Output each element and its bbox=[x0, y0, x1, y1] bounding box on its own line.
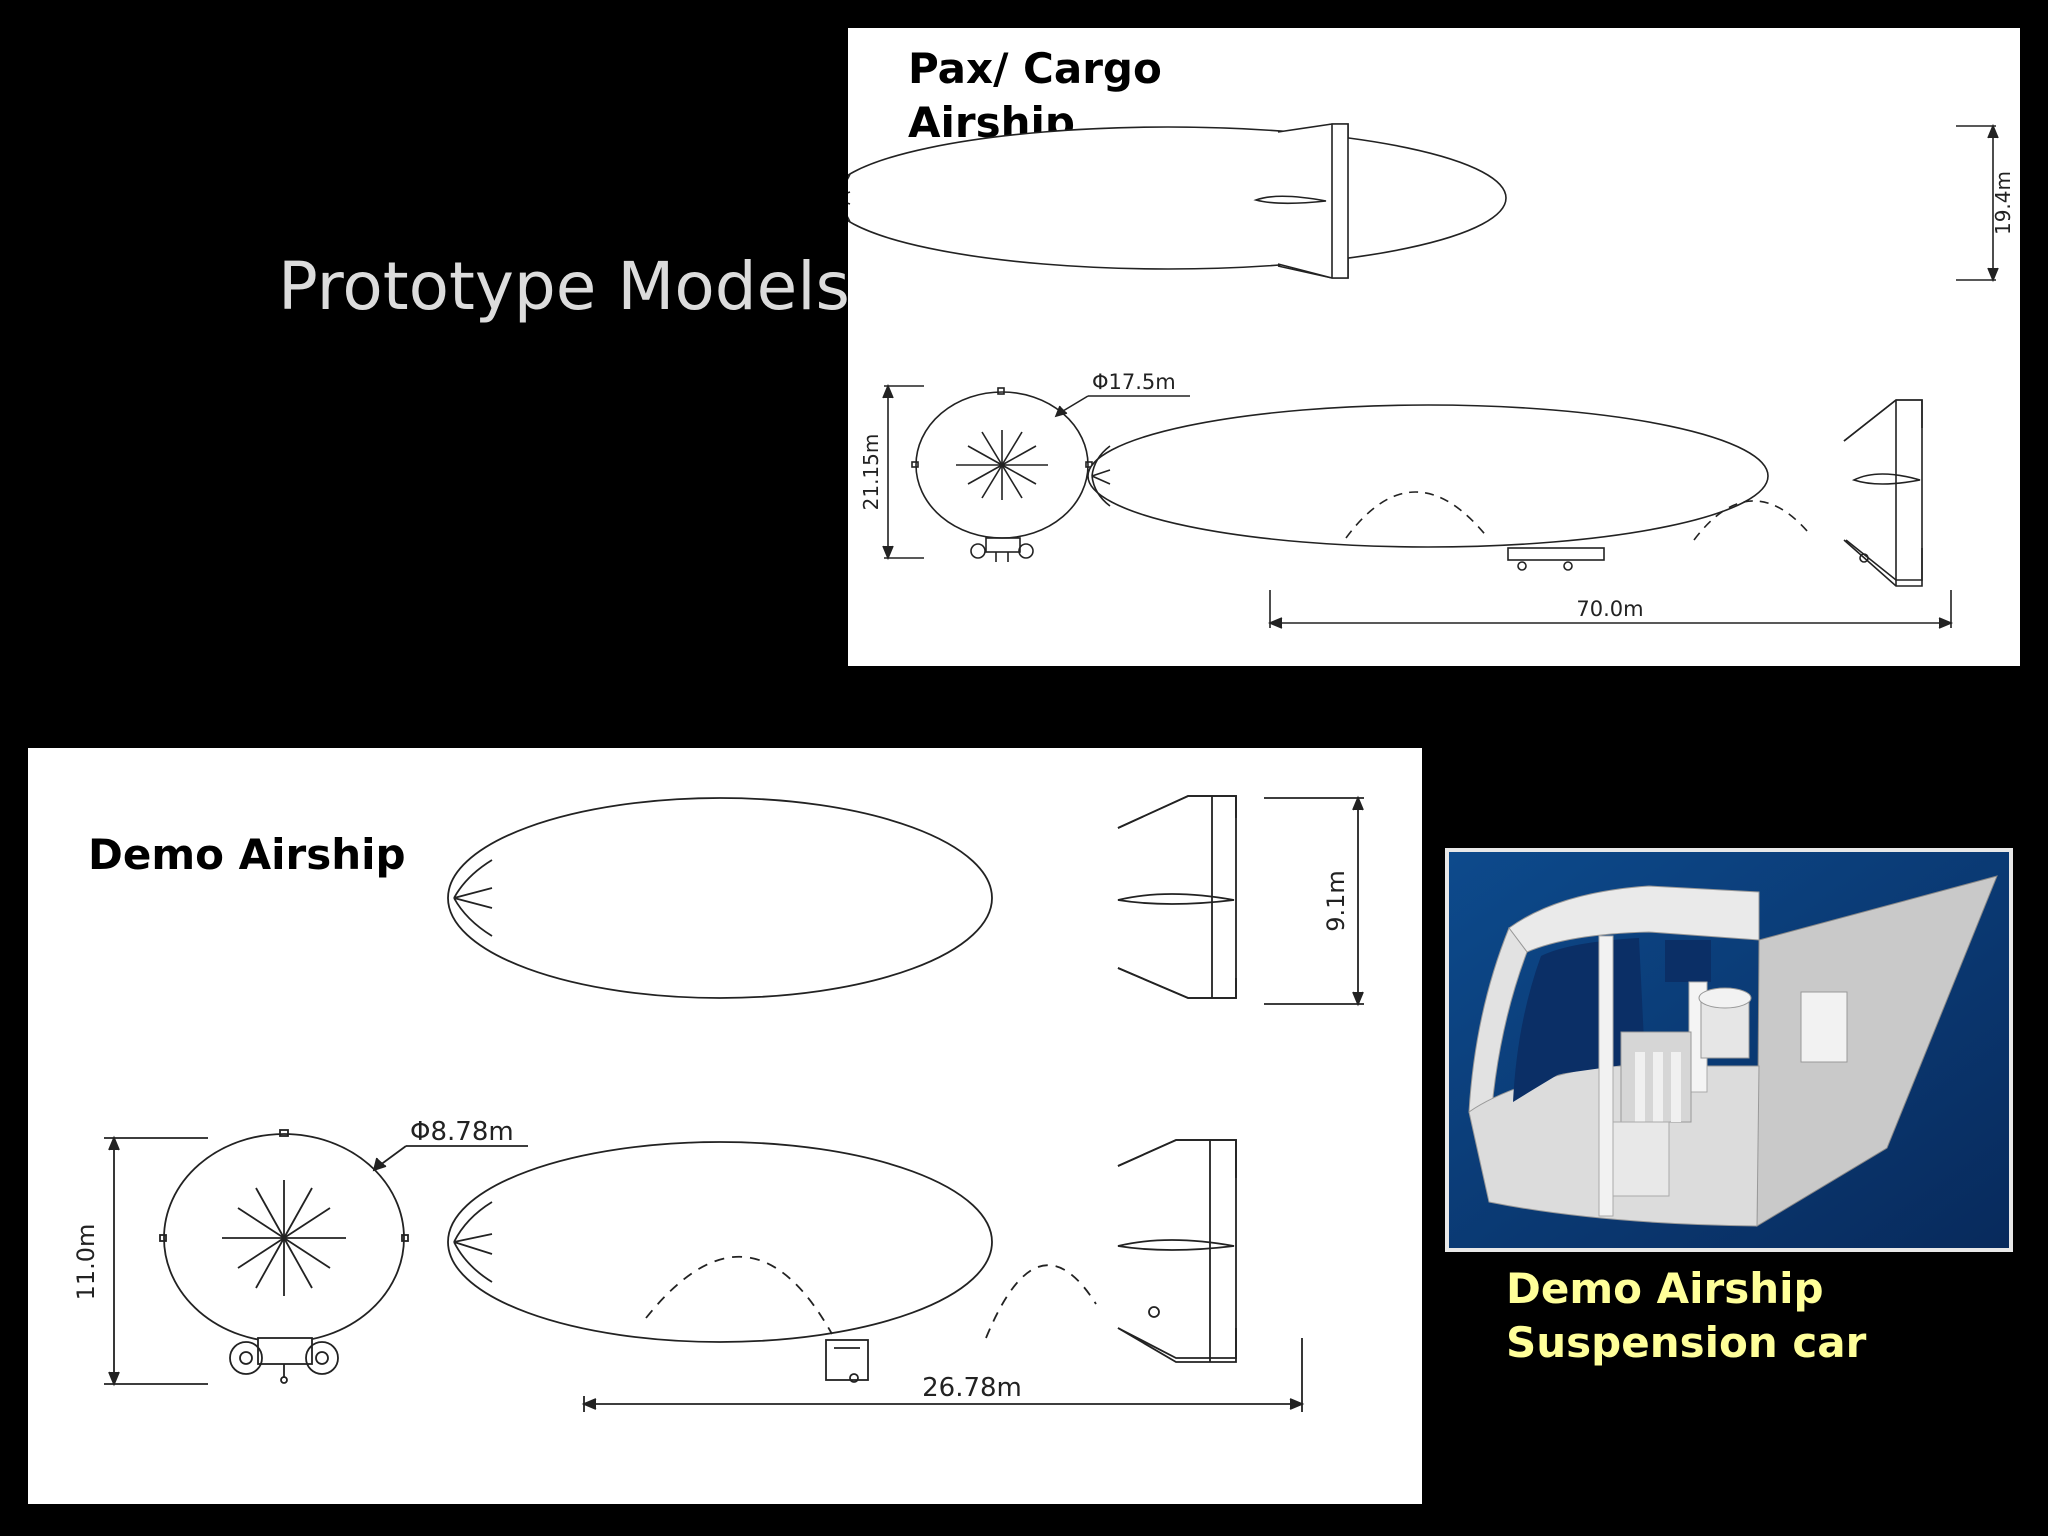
photo-caption: Demo Airship Suspension car bbox=[1506, 1262, 1866, 1370]
demo-height-label: 9.1m bbox=[1322, 870, 1350, 932]
pax-cargo-heading-line1: Pax/ Cargo bbox=[908, 44, 1162, 93]
slide-title: Prototype Models bbox=[278, 248, 850, 325]
pax-cargo-front-view bbox=[911, 387, 1093, 562]
demo-length-dimension: 26.78m bbox=[581, 1338, 1305, 1412]
photo-caption-line2: Suspension car bbox=[1506, 1318, 1867, 1367]
demo-front-height-dimension: 11.0m bbox=[72, 1135, 208, 1387]
photo-caption-line1: Demo Airship bbox=[1506, 1264, 1824, 1313]
pax-cargo-diameter-label: Φ17.5m bbox=[1092, 370, 1176, 394]
demo-front-height-label: 11.0m bbox=[72, 1224, 100, 1301]
demo-front-view bbox=[159, 1129, 409, 1384]
pax-cargo-panel: Pax/ Cargo Airship 19.4m bbox=[848, 28, 2020, 666]
pax-cargo-diameter-callout: Φ17.5m bbox=[1054, 370, 1190, 418]
suspension-car-illustration bbox=[1449, 852, 2009, 1248]
demo-diameter-callout: Φ8.78m bbox=[372, 1117, 528, 1172]
demo-side-view bbox=[447, 1139, 1237, 1383]
demo-heading: Demo Airship bbox=[88, 830, 406, 879]
pax-cargo-length-label: 70.0m bbox=[1576, 597, 1643, 621]
pax-cargo-heading: Pax/ Cargo Airship bbox=[908, 42, 1162, 150]
demo-top-view bbox=[447, 795, 1237, 999]
pax-cargo-top-view bbox=[848, 123, 1507, 279]
pax-cargo-height-dimension: 19.4m bbox=[1956, 123, 2015, 283]
pax-cargo-front-height-dimension: 21.15m bbox=[859, 383, 924, 561]
pax-cargo-height-label: 19.4m bbox=[1991, 171, 2015, 235]
pax-cargo-front-height-label: 21.15m bbox=[859, 434, 883, 511]
suspension-car-photo bbox=[1445, 848, 2013, 1252]
demo-length-label: 26.78m bbox=[922, 1373, 1022, 1403]
demo-drawing: 9.1m 11.0m bbox=[72, 795, 1364, 1412]
pax-cargo-drawing: 19.4m 21.15m bbox=[848, 123, 2015, 629]
demo-diameter-label: Φ8.78m bbox=[410, 1117, 514, 1147]
demo-height-dimension: 9.1m bbox=[1264, 795, 1364, 1007]
pax-cargo-length-dimension: 70.0m bbox=[1267, 590, 1954, 629]
demo-panel: Demo Airship 9.1m bbox=[28, 748, 1422, 1504]
pax-cargo-side-view bbox=[1087, 399, 1923, 587]
